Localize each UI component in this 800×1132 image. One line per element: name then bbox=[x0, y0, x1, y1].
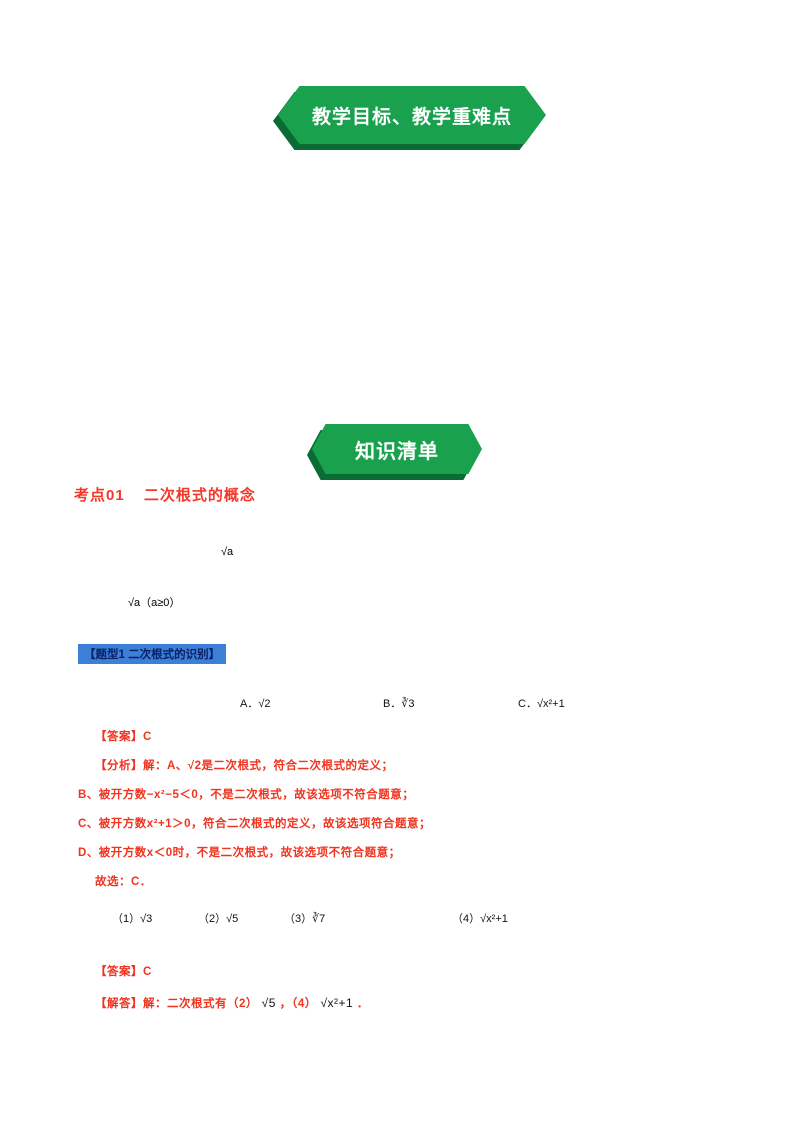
q2-answer: 【答案】C bbox=[95, 966, 152, 978]
section-title: 二次根式的概念 bbox=[143, 487, 256, 504]
q1-analysis-line-4: D、被开方数x＜0时，不是二次根式，故该选项不符合题意； bbox=[78, 847, 401, 859]
q2-option-4: （4）√x²+1 bbox=[452, 913, 508, 925]
q1-option-c: C．√x²+1 bbox=[518, 698, 565, 710]
q1-option-b: B．∛3 bbox=[383, 698, 415, 710]
knowledge-list-banner-label: 知识清单 bbox=[312, 424, 482, 474]
q2-solution-radical-2: √x²+1 bbox=[320, 996, 354, 1010]
section-heading: 考点01 二次根式的概念 bbox=[74, 484, 256, 505]
q2-option-3: （3）∛7 bbox=[284, 913, 326, 925]
knowledge-list-banner: 知识清单 bbox=[307, 424, 482, 480]
q2-solution-suffix: ． bbox=[356, 998, 369, 1010]
q2-option-2: （2）√5 bbox=[198, 913, 239, 925]
topic-heading: 【题型1 二次根式的识别】 bbox=[78, 644, 227, 664]
q2-option-1: （1）√3 bbox=[112, 913, 153, 925]
q1-analysis-conclusion: 故选：C． bbox=[95, 876, 152, 888]
q1-analysis-line-1: 【分析】解：A、√2是二次根式，符合二次根式的定义； bbox=[95, 760, 394, 772]
q2-solution-mid: ，（4） bbox=[279, 998, 317, 1010]
q1-option-a: A．√2 bbox=[240, 698, 271, 710]
teaching-goals-banner-label: 教学目标、教学重难点 bbox=[278, 86, 546, 144]
q2-solution-prefix: 【解答】解：二次根式有（2） bbox=[95, 998, 258, 1010]
teaching-goals-banner: 教学目标、教学重难点 bbox=[273, 86, 546, 150]
q1-analysis-line-2: B、被开方数−x²−5＜0，不是二次根式，故该选项不符合题意； bbox=[78, 789, 415, 801]
radical-note-1: √a bbox=[221, 546, 234, 558]
q2-solution: 【解答】解：二次根式有（2） √5 ，（4） √x²+1 ． bbox=[95, 995, 369, 1011]
radical-note-2: √a（a≥0） bbox=[128, 597, 181, 609]
q1-analysis-line-3: C、被开方数x²+1＞0，符合二次根式的定义，故该选项符合题意； bbox=[78, 818, 432, 830]
q1-answer: 【答案】C bbox=[95, 731, 152, 743]
section-tag: 考点01 bbox=[74, 487, 125, 504]
q2-solution-radical-1: √5 bbox=[261, 996, 276, 1010]
